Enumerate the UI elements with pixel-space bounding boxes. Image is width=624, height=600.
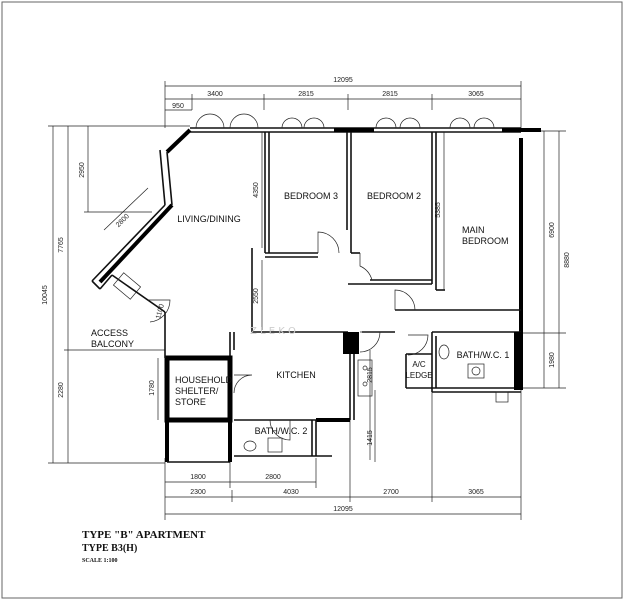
- top-dimension-lines: [164, 81, 522, 128]
- room-main-bedroom-line2: BEDROOM: [462, 236, 509, 246]
- room-bedroom-3: BEDROOM 3: [284, 191, 338, 201]
- dim-bottom-2300: 2300: [190, 489, 206, 496]
- diag-dimension-line: [103, 187, 149, 231]
- bottom-dimension-lines: [164, 390, 522, 520]
- fixtures: [112, 272, 509, 453]
- dim-bottom-total: 12095: [333, 506, 353, 513]
- dim-top-3400: 3400: [207, 91, 223, 98]
- dim-inner-2815: 2815: [367, 367, 374, 383]
- room-ac-ledge-line2: LEDGE: [405, 371, 432, 380]
- dim-left-10045: 10045: [42, 285, 49, 305]
- dim-top-2815b: 2815: [382, 91, 398, 98]
- interior-walls: [90, 132, 522, 463]
- dim-left-7765: 7765: [58, 237, 65, 253]
- room-household-shelter-line2: SHELTER/: [175, 386, 219, 396]
- room-bath-wc-2: BATH/W.C. 2: [255, 426, 308, 436]
- dim-bottom-2800: 2800: [265, 474, 281, 481]
- dim-diag-2800: 2800: [115, 213, 131, 229]
- dim-top-950: 950: [172, 103, 184, 110]
- dim-bottom-1800: 1800: [190, 474, 206, 481]
- caption-title: TYPE "B" APARTMENT: [82, 529, 206, 541]
- caption-scale: SCALE 1:100: [82, 558, 118, 564]
- dim-inner-1415: 1415: [367, 430, 374, 446]
- watermark: Z L E K O: [250, 326, 296, 337]
- room-household-shelter-line1: HOUSEHOLD: [175, 375, 233, 385]
- room-kitchen: KITCHEN: [276, 370, 316, 380]
- dim-bottom-4030: 4030: [283, 489, 299, 496]
- dim-inner-4350: 4350: [253, 182, 260, 198]
- dim-right-6900: 6900: [549, 222, 556, 238]
- room-access-balcony-line1: ACCESS: [91, 328, 128, 338]
- room-household-shelter-line3: STORE: [175, 397, 206, 407]
- dim-left-1780: 1780: [149, 380, 156, 396]
- right-dimension-lines: [521, 130, 566, 389]
- dim-bottom-2700: 2700: [383, 489, 399, 496]
- doors: [148, 231, 429, 441]
- dim-right-8880: 8880: [564, 252, 571, 268]
- dim-top-3065: 3065: [468, 91, 484, 98]
- dim-inner-2550: 2550: [253, 288, 260, 304]
- room-living-dining: LIVING/DINING: [177, 214, 241, 224]
- dim-inner-5385: 5385: [435, 202, 442, 218]
- room-ac-ledge-line1: A/C: [412, 360, 426, 369]
- dim-bottom-3065: 3065: [468, 489, 484, 496]
- room-bedroom-2: BEDROOM 2: [367, 191, 421, 201]
- dim-right-1980: 1980: [549, 352, 556, 368]
- dim-small-1100: 1100: [155, 303, 166, 319]
- left-dimension-lines: [48, 125, 190, 464]
- top-windows: [195, 113, 495, 129]
- inner-dimension-lines: [261, 132, 445, 460]
- room-main-bedroom-line1: MAIN: [462, 225, 485, 235]
- dim-left-2280: 2280: [58, 382, 65, 398]
- dim-left-2950: 2950: [79, 162, 86, 178]
- dim-top-total: 12095: [333, 77, 353, 84]
- room-access-balcony-line2: BALCONY: [91, 339, 134, 349]
- dim-top-2815a: 2815: [298, 91, 314, 98]
- caption-type: TYPE B3(H): [82, 543, 137, 554]
- room-bath-wc-1: BATH/W.C. 1: [457, 350, 510, 360]
